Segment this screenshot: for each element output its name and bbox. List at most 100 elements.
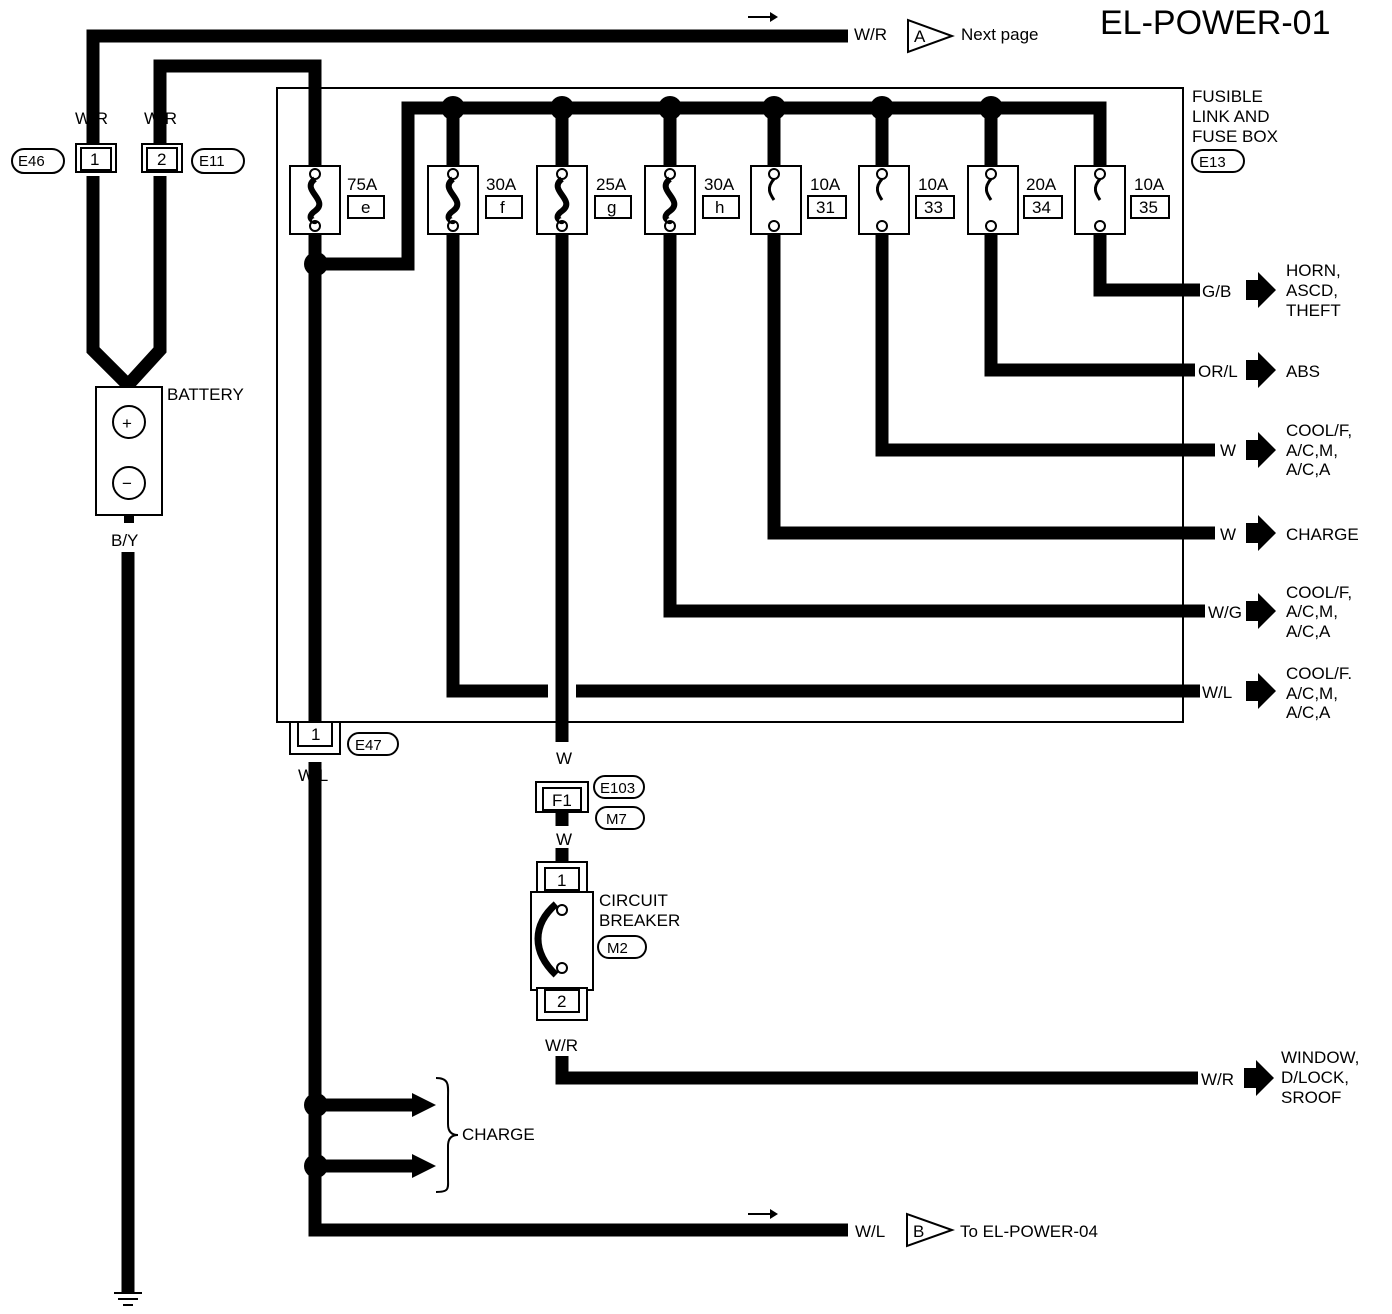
svg-text:W/R: W/R: [545, 1036, 578, 1055]
connector-e47: 1 E47 W/L: [289, 721, 399, 785]
svg-text:25A: 25A: [596, 175, 627, 194]
svg-text:W: W: [1220, 525, 1236, 544]
wire-wl-lower: [308, 762, 848, 1237]
wire-orl: [984, 232, 1195, 377]
arrow-charge-2: [412, 1154, 436, 1178]
wire-wg: [663, 232, 1205, 618]
svg-text:f: f: [500, 198, 505, 217]
connector-e11: 2 E11: [141, 143, 245, 174]
svg-text:W/L: W/L: [298, 766, 328, 785]
svg-text:E11: E11: [199, 153, 225, 170]
wire-bus-bar: [315, 101, 995, 271]
svg-text:E47: E47: [355, 737, 382, 754]
wire-gb: [1093, 232, 1200, 297]
next-page-ref: W/R A Next page: [748, 12, 1039, 54]
wire-battery-v: [86, 176, 167, 395]
svg-text:75A: 75A: [347, 175, 378, 194]
output-cool-wg: W/G COOL/F, A/C,M, A/C,A: [1208, 583, 1352, 641]
svg-text:COOL/F,: COOL/F,: [1286, 421, 1352, 440]
svg-text:W/G: W/G: [1208, 603, 1242, 622]
svg-text:LINK AND: LINK AND: [1192, 107, 1269, 126]
svg-text:B: B: [913, 1222, 924, 1241]
svg-text:20A: 20A: [1026, 175, 1057, 194]
svg-text:33: 33: [924, 198, 943, 217]
fuse-f: 30A f: [427, 165, 523, 235]
output-cool-w: W COOL/F, A/C,M, A/C,A: [1220, 421, 1352, 479]
svg-text:A/C,A: A/C,A: [1286, 460, 1331, 479]
svg-text:W/R: W/R: [854, 25, 887, 44]
output-cool-wl: W/L COOL/F. A/C,M, A/C,A: [1202, 664, 1352, 722]
svg-text:D/LOCK,: D/LOCK,: [1281, 1068, 1349, 1087]
svg-text:1: 1: [311, 725, 320, 744]
svg-text:1: 1: [90, 150, 99, 169]
svg-text:A/C,M,: A/C,M,: [1286, 684, 1338, 703]
fuse-35: 10A 35: [1074, 165, 1170, 235]
to-power04-ref: W/L B To EL-POWER-04: [748, 1209, 1098, 1248]
fuse-g: 25A g: [536, 165, 632, 235]
svg-text:FUSE BOX: FUSE BOX: [1192, 127, 1278, 146]
svg-text:F1: F1: [552, 791, 572, 810]
wire-bus-drop-35: [995, 101, 1107, 168]
battery-wire-2-label: W/R: [144, 109, 177, 128]
svg-text:SROOF: SROOF: [1281, 1088, 1341, 1107]
fuse-33: 10A 33: [858, 165, 955, 235]
svg-text:2: 2: [157, 150, 166, 169]
svg-text:FUSIBLE: FUSIBLE: [1192, 87, 1263, 106]
circuit-breaker-group: W F1 E103 M7 W 1 2 CIRCUIT BREAKER M2 W/…: [530, 749, 680, 1055]
svg-text:ABS: ABS: [1286, 362, 1320, 381]
svg-text:30A: 30A: [704, 175, 735, 194]
svg-text:COOL/F.: COOL/F.: [1286, 664, 1352, 683]
svg-text:10A: 10A: [918, 175, 949, 194]
svg-text:THEFT: THEFT: [1286, 301, 1341, 320]
battery-label: BATTERY: [167, 385, 244, 404]
wire-wr-window: [555, 1056, 1198, 1085]
svg-text:W/L: W/L: [1202, 683, 1232, 702]
output-abs: OR/L ABS: [1198, 352, 1320, 388]
svg-text:W/R: W/R: [1201, 1070, 1234, 1089]
battery-ground-wire-label: B/Y: [111, 531, 138, 550]
output-horn: G/B HORN, ASCD, THEFT: [1202, 261, 1341, 320]
svg-text:35: 35: [1139, 198, 1158, 217]
svg-text:W: W: [556, 749, 572, 768]
svg-text:W: W: [1220, 441, 1236, 460]
wire-w-charge: [767, 232, 1215, 540]
svg-text:30A: 30A: [486, 175, 517, 194]
svg-text:10A: 10A: [810, 175, 841, 194]
svg-text:1: 1: [557, 871, 566, 890]
fuse-box-connector-tag: [1191, 149, 1245, 173]
svg-text:M7: M7: [606, 811, 627, 828]
page-title: EL-POWER-01: [1100, 4, 1331, 42]
svg-text:WINDOW,: WINDOW,: [1281, 1048, 1359, 1067]
svg-text:31: 31: [816, 198, 835, 217]
battery-minus-sign: −: [122, 474, 132, 493]
charge-brace: [435, 1077, 459, 1193]
svg-text:W: W: [556, 830, 572, 849]
svg-text:e: e: [361, 198, 370, 217]
battery-wire-1-label: W/R: [75, 109, 108, 128]
wire-wr-next-page: [86, 29, 848, 166]
fuse-31: 10A 31: [750, 165, 847, 235]
svg-text:ASCD,: ASCD,: [1286, 281, 1338, 300]
fuse-box-outline: [276, 87, 1184, 723]
fuse-h: 30A h: [644, 165, 740, 235]
fuse-box-connector-id: E13: [1199, 154, 1226, 171]
svg-text:CIRCUIT: CIRCUIT: [599, 891, 668, 910]
svg-text:A: A: [914, 27, 926, 46]
svg-text:2: 2: [557, 992, 566, 1011]
fuse-box-label: FUSIBLE LINK AND FUSE BOX: [1192, 87, 1278, 146]
svg-text:34: 34: [1032, 198, 1051, 217]
charge-label: CHARGE: [462, 1125, 535, 1144]
svg-text:h: h: [715, 198, 724, 217]
wire-w-cool: [875, 232, 1215, 457]
fuse-34: 20A 34: [967, 165, 1063, 235]
connector-e46: 1 E46: [11, 143, 117, 174]
svg-text:g: g: [607, 198, 616, 217]
svg-text:M2: M2: [607, 940, 628, 957]
wire-wr-main: [153, 59, 322, 167]
svg-text:Next page: Next page: [961, 25, 1039, 44]
battery: + −: [95, 386, 163, 523]
svg-text:OR/L: OR/L: [1198, 362, 1238, 381]
svg-text:CHARGE: CHARGE: [1286, 525, 1359, 544]
svg-text:G/B: G/B: [1202, 282, 1231, 301]
